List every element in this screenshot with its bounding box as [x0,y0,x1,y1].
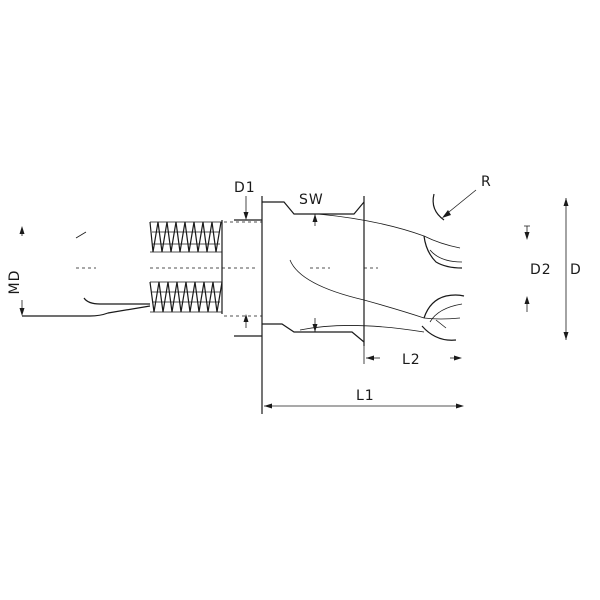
cutter-head [289,193,465,341]
lower-thread [149,281,223,313]
body-collar [224,196,365,414]
label-d2: D2 [530,262,552,278]
label-d1: D1 [234,180,256,196]
upper-thread [149,221,222,253]
label-r: R [481,174,492,190]
label-d: D [570,262,582,278]
label-l2: L2 [402,352,421,368]
label-l1: L1 [356,388,375,404]
threaded-shank [22,220,230,317]
dimension-lines [19,189,569,409]
label-md: MD [7,270,23,295]
label-sw: SW [299,192,324,208]
